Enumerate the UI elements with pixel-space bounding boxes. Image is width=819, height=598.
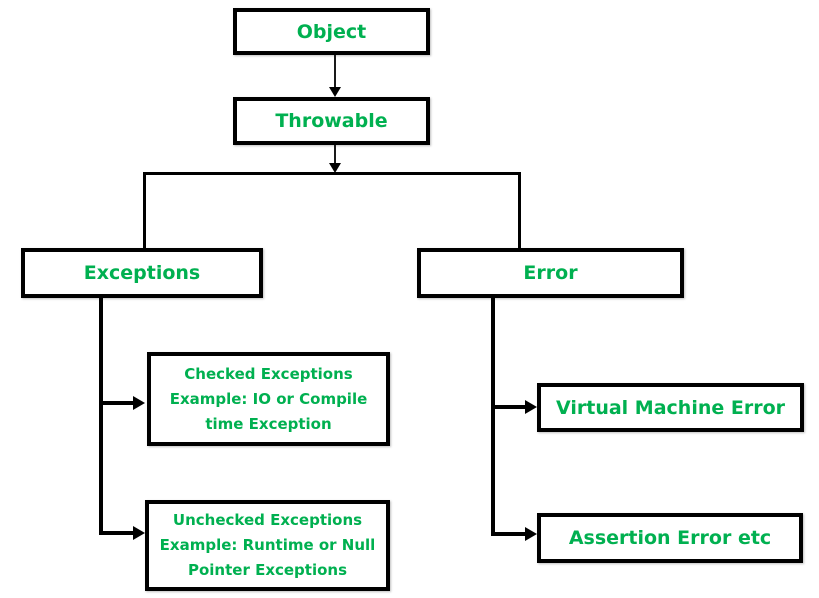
connector-exceptions-checked-line xyxy=(99,401,133,405)
connector-error-assertion-line xyxy=(491,532,527,536)
node-virtual-machine-error-label: Virtual Machine Error xyxy=(555,396,785,419)
node-checked-exceptions-line1: Checked Exceptions xyxy=(184,364,353,383)
node-unchecked-exceptions-line2: Example: Runtime or Null xyxy=(159,536,376,554)
node-unchecked-exceptions: Unchecked Exceptions Example: Runtime or… xyxy=(145,500,390,591)
node-unchecked-exceptions-line3: Pointer Exceptions xyxy=(187,561,348,579)
node-checked-exceptions-line2: Example: IO or Compile xyxy=(169,389,368,408)
connector-object-throwable-line xyxy=(334,55,336,88)
node-throwable: Throwable xyxy=(233,97,430,145)
node-unchecked-exceptions-line1: Unchecked Exceptions xyxy=(172,511,363,529)
arrowhead-error-vm-icon xyxy=(525,400,537,414)
connector-error-stem-line xyxy=(491,298,495,536)
node-virtual-machine-error: Virtual Machine Error xyxy=(537,383,804,432)
connector-throwable-junction-line xyxy=(334,145,336,164)
arrowhead-object-throwable-icon xyxy=(329,87,341,97)
node-error: Error xyxy=(417,248,684,298)
connector-branch-horizontal-line xyxy=(143,172,521,175)
node-assertion-error-label: Assertion Error etc xyxy=(568,527,772,549)
node-error-label: Error xyxy=(523,262,578,284)
connector-exceptions-stem-line xyxy=(99,298,103,535)
arrowhead-exceptions-unchecked-icon xyxy=(133,526,145,540)
arrowhead-error-assertion-icon xyxy=(525,527,537,541)
node-assertion-error: Assertion Error etc xyxy=(537,513,803,563)
node-checked-exceptions-line3: time Exception xyxy=(205,414,332,433)
arrowhead-exceptions-checked-icon xyxy=(133,396,145,410)
node-exceptions: Exceptions xyxy=(21,248,263,298)
node-exceptions-label: Exceptions xyxy=(83,262,201,284)
arrowhead-throwable-junction-icon xyxy=(329,163,341,173)
connector-exceptions-unchecked-line xyxy=(99,531,133,535)
node-object-label: Object xyxy=(296,20,367,43)
node-throwable-label: Throwable xyxy=(275,110,388,132)
connector-branch-right-drop-line xyxy=(518,172,521,248)
connector-error-vm-line xyxy=(491,405,527,409)
connector-branch-left-drop-line xyxy=(143,172,146,248)
node-checked-exceptions: Checked Exceptions Example: IO or Compil… xyxy=(147,352,390,446)
node-object: Object xyxy=(233,8,430,55)
